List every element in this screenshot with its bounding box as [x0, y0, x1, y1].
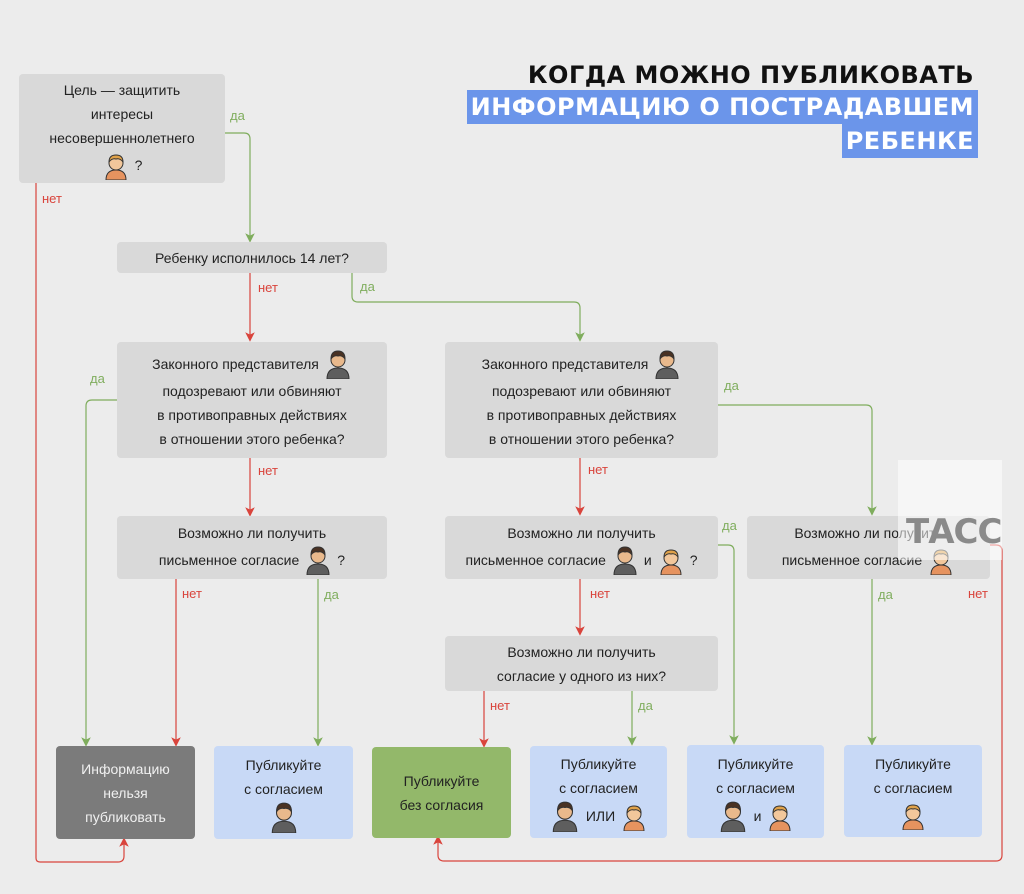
arrow-age-yes — [351, 273, 585, 342]
parent-icon — [549, 800, 581, 832]
question-rep-right: Законного представителя подозревают или … — [445, 342, 718, 458]
question-goal-line3: несовершеннолетнего — [49, 129, 195, 146]
label-repleft-no: нет — [258, 463, 278, 478]
label-consentparent-yes: да — [324, 587, 339, 602]
question-consent-both-line1: Возможно ли получить — [507, 524, 656, 541]
parent-icon — [611, 545, 639, 575]
label-age-yes: да — [360, 279, 375, 294]
result-consent-and-line2: с согласием — [716, 779, 795, 796]
parent-icon — [268, 801, 300, 833]
arrow-repleft-yes — [81, 399, 117, 747]
question-goal-line2: интересы — [90, 105, 154, 122]
label-goal-yes: да — [230, 108, 245, 123]
label-repleft-yes: да — [90, 371, 105, 386]
result-forbidden-line1: Информацию — [81, 760, 170, 777]
question-consent-one: Возможно ли получить согласие у одного и… — [445, 636, 718, 691]
label-repright-yes: да — [724, 378, 739, 393]
result-consent-or-line1: Публикуйте — [560, 756, 637, 772]
result-forbidden: Информацию нельзя публиковать — [56, 746, 195, 839]
result-consent-and-line1: Публикуйте — [717, 755, 794, 772]
arrow-goal-yes — [225, 132, 255, 243]
question-consent-both: Возможно ли получить письменное согласие… — [445, 516, 718, 579]
question-consent-parent: Возможно ли получить письменное согласие… — [117, 516, 387, 579]
result-consent-or-conj: ИЛИ — [585, 808, 616, 824]
parent-icon — [717, 800, 749, 832]
result-consent-child-line2: с согласием — [873, 780, 953, 796]
question-consent-child-line2: письменное согласие — [781, 551, 923, 568]
label-consentone-yes: да — [638, 698, 653, 713]
result-forbidden-line2: нельзя — [103, 784, 148, 801]
result-consent-and-conj: и — [753, 807, 762, 824]
result-forbidden-line3: публиковать — [85, 808, 166, 825]
result-consent-child-line1: Публикуйте — [875, 756, 951, 772]
label-consentone-no: нет — [490, 698, 510, 713]
result-consent-parent-line1: Публикуйте — [245, 756, 322, 773]
child-icon — [766, 801, 794, 831]
arrow-consentboth-yes — [718, 544, 739, 745]
result-consent-parent-line2: с согласием — [244, 780, 323, 797]
child-icon — [899, 800, 927, 830]
parent-icon — [324, 349, 352, 379]
question-age: Ребенку исполнилось 14 лет? — [117, 242, 387, 273]
label-consentboth-no: нет — [590, 586, 610, 601]
title-line-3: РЕБЕНКЕ — [841, 124, 978, 158]
question-consent-both-line2: письменное согласие — [465, 551, 606, 568]
child-icon — [657, 545, 685, 575]
label-goal-no: нет — [42, 191, 62, 206]
result-consent-or-line2: с согласием — [559, 780, 638, 796]
result-consent-or: Публикуйте с согласием ИЛИ — [530, 746, 667, 838]
question-consent-parent-line1: Возможно ли получить — [177, 524, 327, 541]
label-age-no: нет — [258, 280, 278, 295]
question-rep-right-line3: в противоправных действиях — [486, 407, 677, 423]
label-consentboth-yes: да — [722, 518, 737, 533]
question-consent-parent-suffix: ? — [337, 551, 346, 568]
question-consent-both-conj: и — [643, 551, 652, 568]
question-consent-both-suffix: ? — [689, 551, 698, 568]
result-no-consent: Публикуйте без согласия — [372, 747, 511, 838]
parent-icon — [653, 349, 681, 379]
question-rep-left-line1: Законного представителя — [152, 356, 319, 372]
question-rep-left-line4: в отношении этого ребенка? — [159, 431, 345, 447]
question-goal-suffix: ? — [134, 156, 143, 173]
label-repright-no: нет — [588, 462, 608, 477]
label-consentparent-no: нет — [182, 586, 202, 601]
question-consent-one-line2: согласие у одного из них? — [496, 667, 667, 684]
result-no-consent-line1: Публикуйте — [403, 772, 480, 789]
result-consent-parent: Публикуйте с согласием — [214, 746, 353, 839]
question-rep-left: Законного представителя подозревают или … — [117, 342, 387, 458]
title-line-1: КОГДА МОЖНО ПУБЛИКОВАТЬ — [527, 61, 974, 89]
watermark-logo: ТАСС — [906, 512, 1002, 552]
label-consentchild-no: нет — [968, 586, 988, 601]
child-icon — [620, 801, 648, 831]
result-consent-and: Публикуйте с согласием и — [687, 745, 824, 838]
question-consent-one-line1: Возможно ли получить — [507, 643, 656, 660]
question-rep-right-line2: подозревают или обвиняют — [491, 383, 672, 399]
arrow-goal-no — [35, 183, 129, 863]
question-goal: Цель — защитить интересы несовершеннолет… — [19, 74, 225, 183]
result-consent-child: Публикуйте с согласием — [844, 745, 982, 837]
title-line-2: ИНФОРМАЦИЮ О ПОСТРАДАВШЕМ — [466, 90, 978, 124]
watermark-overlay — [898, 460, 1002, 560]
child-icon — [102, 150, 130, 180]
question-consent-parent-line2: письменное согласие — [158, 551, 300, 568]
question-rep-right-line1: Законного представителя — [481, 356, 649, 372]
parent-icon — [304, 545, 332, 575]
question-goal-line1: Цель — защитить — [63, 81, 181, 98]
question-rep-right-line4: в отношении этого ребенка? — [488, 431, 675, 447]
label-consentchild-yes: да — [878, 587, 893, 602]
question-rep-left-line3: в противоправных действиях — [157, 407, 347, 423]
arrow-repright-yes — [718, 404, 877, 516]
question-age-text: Ребенку исполнилось 14 лет? — [155, 249, 349, 266]
question-rep-left-line2: подозревают или обвиняют — [162, 383, 342, 399]
result-no-consent-line2: без согласия — [399, 796, 484, 813]
